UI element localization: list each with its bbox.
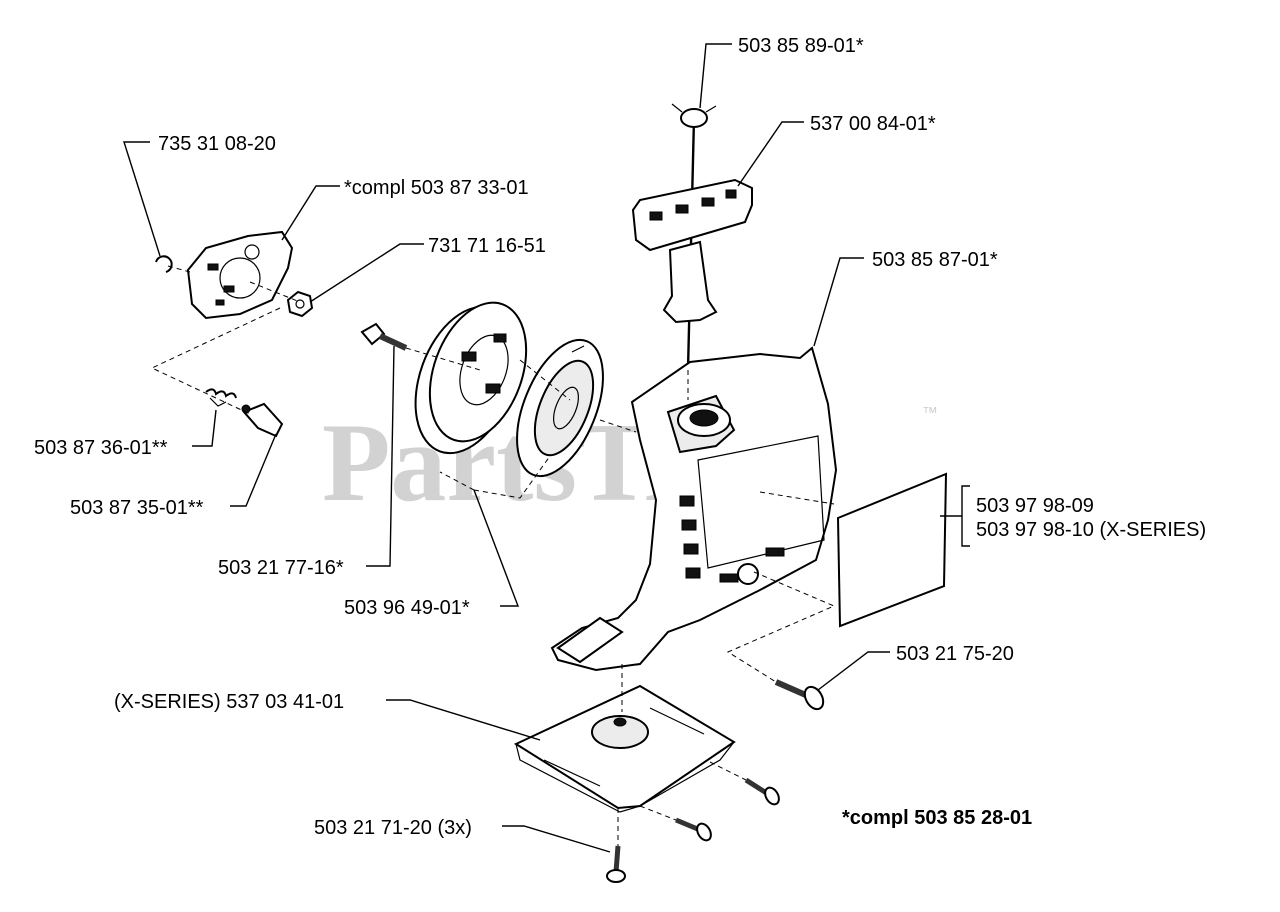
starter-housing bbox=[550, 346, 838, 672]
pulley-cover-assembly bbox=[155, 230, 314, 320]
note-compl-503-85-28-01: *compl 503 85 28-01 bbox=[842, 807, 1032, 829]
rope-pulley bbox=[414, 301, 528, 455]
pulley-bolt bbox=[360, 322, 408, 351]
screw-plate-1 bbox=[744, 777, 780, 806]
label-503-96-49-01: 503 96 49-01* bbox=[344, 597, 470, 619]
starter-handle bbox=[631, 103, 753, 371]
label-731-71-16-51: 731 71 16-51 bbox=[428, 235, 546, 257]
label-503-87-35-01: 503 87 35-01** bbox=[70, 497, 204, 519]
screw-plate-3 bbox=[606, 845, 626, 883]
label-503-85-87-01: 503 85 87-01* bbox=[872, 249, 998, 271]
label-503-97-98-09: 503 97 98-09 bbox=[976, 495, 1094, 517]
label-503-85-89-01: 503 85 89-01* bbox=[738, 35, 864, 57]
label-503-97-98-10: 503 97 98-10 (X-SERIES) bbox=[976, 519, 1206, 541]
label-503-21-71-20: 503 21 71-20 (3x) bbox=[314, 817, 472, 839]
label-503-87-36-01: 503 87 36-01** bbox=[34, 437, 168, 459]
watermark-trademark: ™ bbox=[922, 405, 938, 422]
recoil-spring bbox=[516, 338, 604, 478]
label-503-21-77-16: 503 21 77-16* bbox=[218, 557, 344, 579]
screw-503-21-75-20 bbox=[774, 679, 825, 711]
assembly-lines bbox=[150, 265, 836, 846]
label-x-series-537-03-41-01: (X-SERIES) 537 03 41-01 bbox=[114, 691, 344, 713]
label-compl-503-87-33-01: *compl 503 87 33-01 bbox=[344, 177, 529, 199]
decal bbox=[836, 472, 948, 628]
label-503-21-75-20: 503 21 75-20 bbox=[896, 643, 1014, 665]
bottom-plate bbox=[513, 684, 736, 813]
label-735-31-08-20: 735 31 08-20 bbox=[158, 133, 276, 155]
screw-plate-2 bbox=[675, 817, 712, 842]
pawl-and-spring bbox=[205, 388, 284, 438]
label-537-00-84-01: 537 00 84-01* bbox=[810, 113, 936, 135]
leader-lines bbox=[123, 43, 970, 853]
